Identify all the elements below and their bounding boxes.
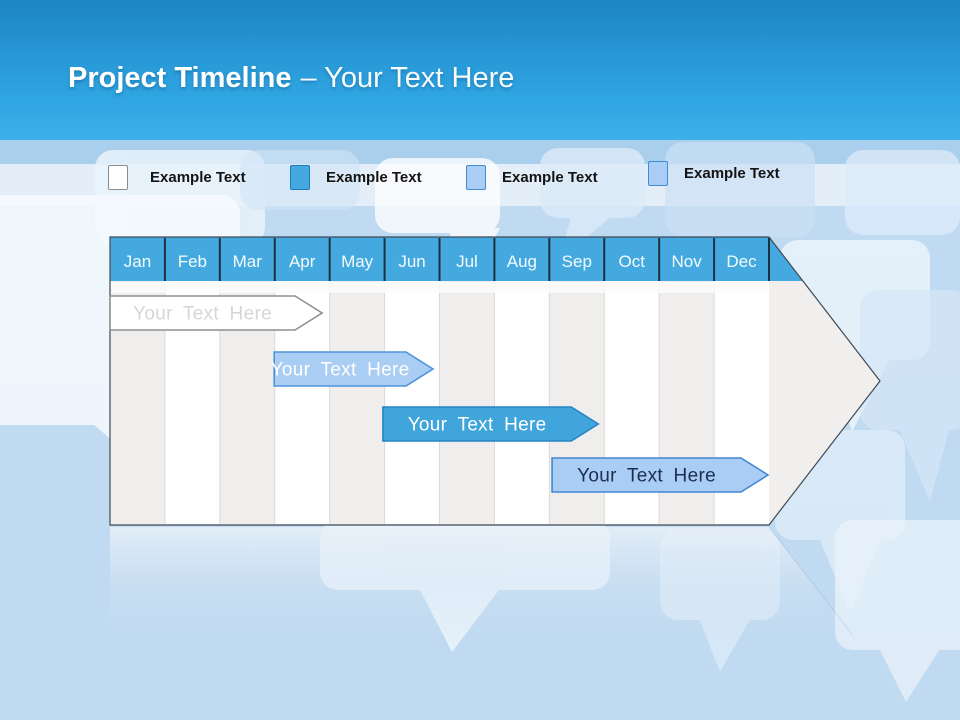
header-separators: [163, 238, 770, 281]
legend-label: Example Text: [502, 168, 598, 186]
legend-swatch: [648, 160, 668, 186]
month-label: Jan: [124, 252, 151, 271]
task-arrow-shape[interactable]: [551, 457, 770, 493]
month-labels: Jan Feb Mar Apr May Jun Jul Aug Sep Oct Nov Dec: [124, 252, 757, 271]
month-label: Aug: [507, 252, 537, 271]
speech-bubble-shape: [860, 290, 960, 502]
chart-reflection: [110, 527, 880, 720]
task-arrow-shape[interactable]: [109, 295, 324, 331]
legend-label: Example Text: [150, 168, 246, 186]
month-label: May: [341, 252, 374, 271]
task-arrow-shape[interactable]: [273, 351, 435, 387]
title-band: Project Timeline– Your Text Here: [0, 0, 960, 140]
speech-bubble-shape: [835, 520, 960, 702]
timeline-arrow-outline: [109, 236, 881, 526]
month-label: Apr: [289, 252, 316, 271]
legend-label: Example Text: [684, 164, 780, 182]
legend-swatch: [466, 164, 486, 190]
task-arrow[interactable]: Your Text Here: [382, 406, 600, 442]
legend-swatch: [108, 164, 128, 190]
month-label: Feb: [178, 252, 207, 271]
legend-label: Example Text: [326, 168, 422, 186]
legend-swatch: [290, 164, 310, 190]
task-arrow-label: Your Text Here: [408, 415, 547, 436]
task-arrow[interactable]: Your Text Here: [109, 295, 324, 331]
month-label: Oct: [618, 252, 645, 271]
legend-item: Example Text: [108, 163, 246, 191]
reflection-edge-line: [768, 526, 853, 635]
legend-item: Example Text: [290, 163, 422, 191]
task-arrow-label: Your Text Here: [577, 466, 716, 487]
task-arrow-shape[interactable]: [382, 406, 600, 442]
legend-item: Example Text: [466, 163, 598, 191]
column-separators: [164, 282, 715, 524]
task-arrow[interactable]: Your Text Here: [551, 457, 770, 493]
month-label: Jul: [456, 252, 478, 271]
month-label: Mar: [233, 252, 263, 271]
month-label: Sep: [562, 252, 592, 271]
task-arrow-label: Your Text Here: [133, 304, 272, 325]
speech-bubble-shape: [845, 150, 960, 235]
month-label: Jun: [398, 252, 425, 271]
month-label: Nov: [672, 252, 703, 271]
legend-item: Example Text: [648, 159, 780, 187]
slide-title[interactable]: Project Timeline– Your Text Here: [68, 62, 514, 95]
slide-title-light: – Your Text Here: [300, 62, 515, 94]
task-arrow-label: Your Text Here: [271, 360, 410, 381]
slide-title-bold: Project Timeline: [68, 62, 292, 94]
header-highlight-band: [111, 282, 768, 293]
task-arrow[interactable]: Your Text Here: [271, 351, 435, 387]
month-label: Dec: [726, 252, 757, 271]
month-header-strip: [110, 237, 803, 281]
